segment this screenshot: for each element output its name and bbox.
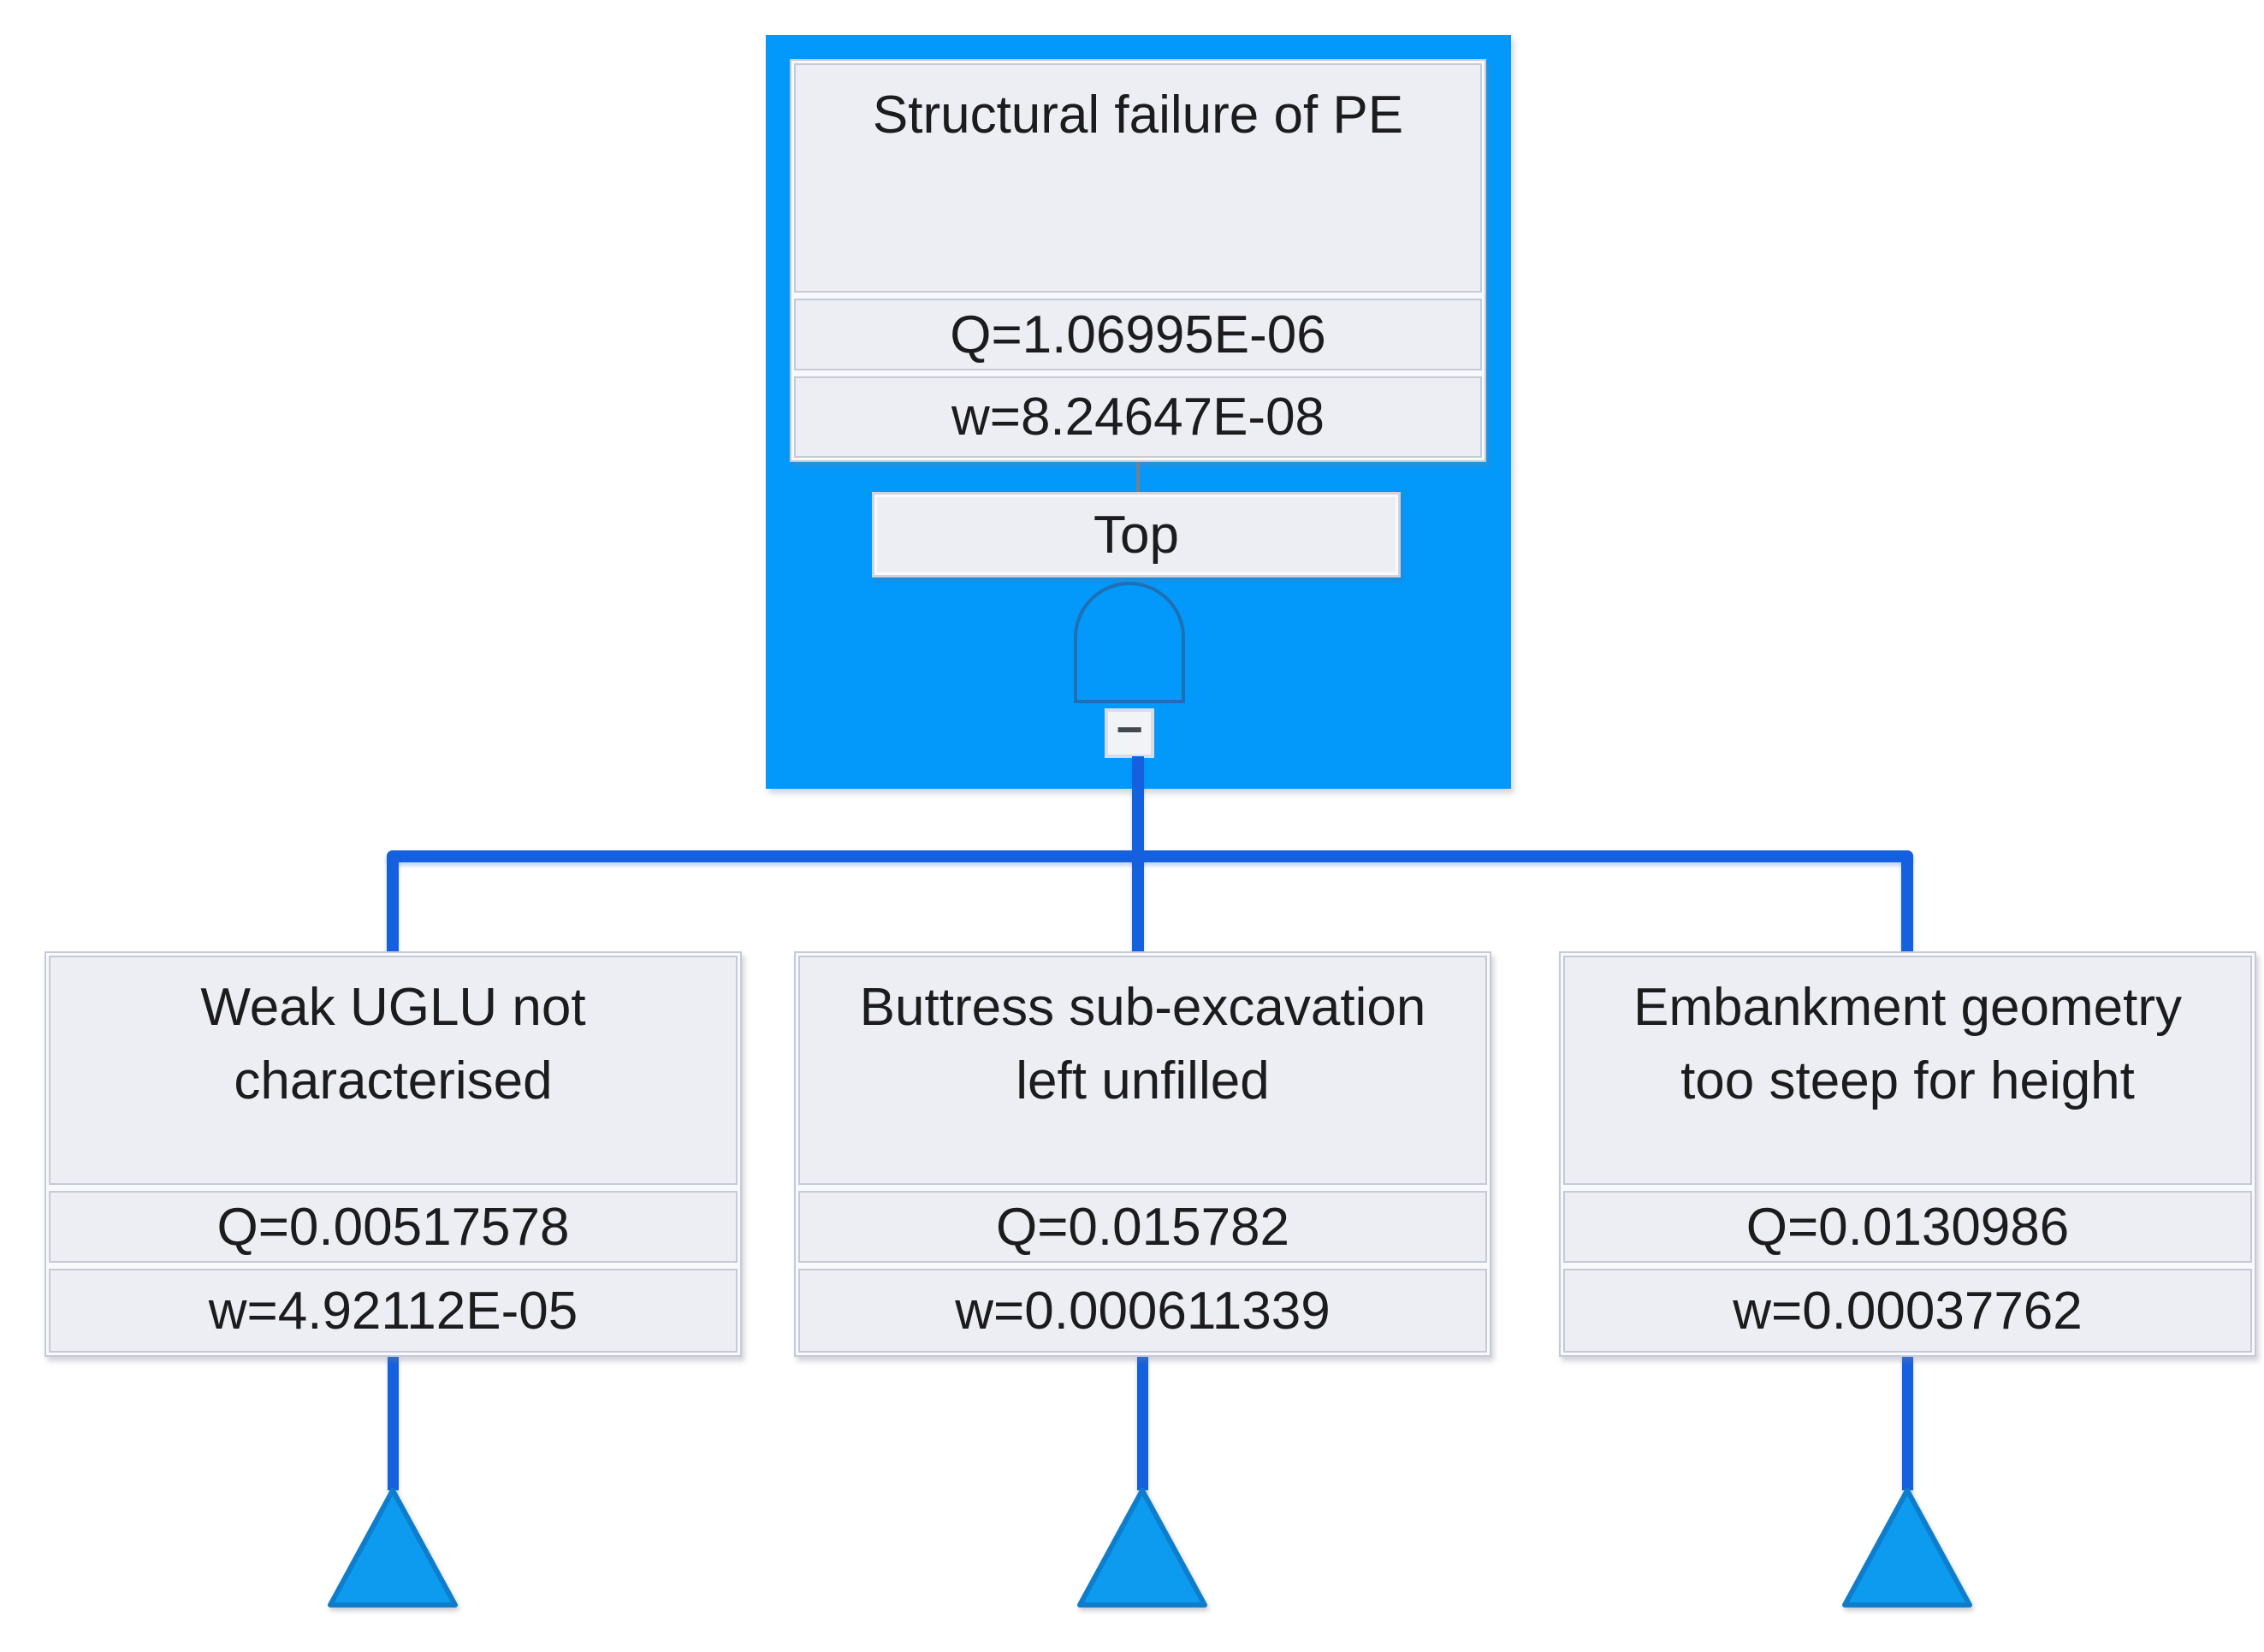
connector-left-drop <box>387 850 399 951</box>
connector-child1-transfer <box>388 1355 399 1490</box>
gate-name-label: Top <box>1093 505 1179 565</box>
basic-event-node[interactable]: Weak UGLU not characterised Q=0.00517578… <box>44 951 742 1357</box>
basic-event-q-value: Q=0.00517578 <box>49 1191 738 1263</box>
connector-child2-transfer <box>1137 1355 1148 1490</box>
top-event-q-value: Q=1.06995E-06 <box>794 299 1482 370</box>
and-gate-icon[interactable] <box>1074 582 1185 703</box>
basic-event-q-value: Q=0.0130986 <box>1563 1191 2252 1263</box>
gate-name-box[interactable]: Top <box>872 492 1401 577</box>
top-event-title: Structural failure of PE <box>794 63 1482 293</box>
top-event-panel: Structural failure of PE Q=1.06995E-06 w… <box>790 59 1486 462</box>
basic-event-node[interactable]: Buttress sub-excavation left unfilled Q=… <box>794 951 1491 1357</box>
basic-event-w-value: w=4.92112E-05 <box>49 1269 738 1353</box>
collapse-button[interactable]: − <box>1105 704 1154 758</box>
basic-event-title: Buttress sub-excavation left unfilled <box>798 956 1487 1185</box>
transfer-triangle-icon[interactable] <box>1075 1485 1210 1610</box>
top-event-w-value: w=8.24647E-08 <box>794 376 1482 458</box>
transfer-triangle-icon[interactable] <box>1840 1485 1975 1610</box>
basic-event-title: Weak UGLU not characterised <box>49 956 738 1185</box>
basic-event-q-value: Q=0.015782 <box>798 1191 1487 1263</box>
connector-right-drop <box>1901 850 1913 951</box>
transfer-triangle-icon[interactable] <box>325 1485 460 1610</box>
connector-rail <box>387 850 1913 862</box>
basic-event-w-value: w=0.00037762 <box>1563 1269 2252 1353</box>
connector-child3-transfer <box>1902 1355 1913 1490</box>
basic-event-title: Embankment geometry too steep for height <box>1563 956 2252 1185</box>
top-event-node[interactable]: Structural failure of PE Q=1.06995E-06 w… <box>766 35 1511 789</box>
basic-event-w-value: w=0.000611339 <box>798 1269 1487 1353</box>
basic-event-node[interactable]: Embankment geometry too steep for height… <box>1559 951 2256 1357</box>
minus-icon: − <box>1116 704 1143 755</box>
gate-stem-line <box>1136 462 1140 494</box>
